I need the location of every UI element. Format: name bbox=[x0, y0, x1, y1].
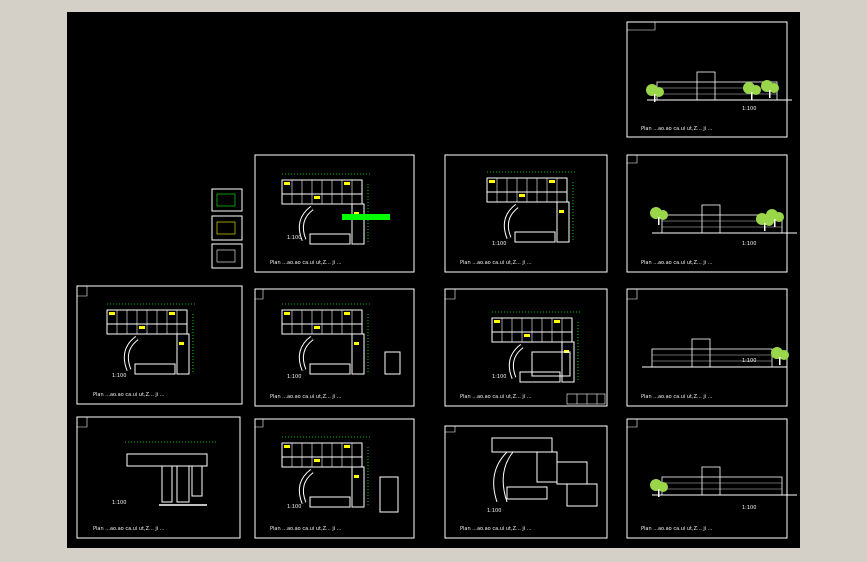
sheet-caption: Ρlan ...ao.ao ca.ui ut,Ζ... ji ... bbox=[460, 526, 532, 532]
basement-plan bbox=[125, 441, 217, 506]
drawing-sheet-layout: 1:100 1:100 1:100 1:100 1:100 1:100 1:10… bbox=[76, 21, 798, 539]
title-block bbox=[566, 393, 606, 405]
floor-plans bbox=[107, 172, 598, 513]
roof-plan bbox=[491, 437, 598, 507]
thumbnail-sheets bbox=[211, 188, 243, 269]
scale-label: 1:100 bbox=[112, 373, 126, 379]
cad-drawing-canvas[interactable]: 1:100 1:100 1:100 1:100 1:100 1:100 1:10… bbox=[67, 12, 800, 548]
floor-plan-4 bbox=[282, 304, 372, 374]
elevations bbox=[641, 71, 798, 497]
section-1 bbox=[641, 338, 789, 368]
scale-label: 1:100 bbox=[742, 358, 756, 364]
floor-plan-1 bbox=[107, 304, 197, 374]
floor-plan-2 bbox=[282, 174, 372, 244]
floor-plan-5 bbox=[492, 312, 582, 382]
green-corridor bbox=[342, 214, 390, 220]
sheet-caption: Ρlan ...ao.ao ca.ui ut,Ζ... ji ... bbox=[270, 394, 342, 400]
elevation-2 bbox=[650, 204, 798, 234]
scale-label: 1:100 bbox=[287, 504, 301, 510]
sheet-caption: Ρlan ...ao.ao ca.ui ut,Ζ... ji ... bbox=[93, 392, 165, 398]
sheet-caption: Ρlan ...ao.ao ca.ui ut,Ζ... ji ... bbox=[270, 260, 342, 266]
scale-label: 1:100 bbox=[742, 241, 756, 247]
sheet-caption: Ρlan ...ao.ao ca.ui ut,Ζ... ji ... bbox=[270, 526, 342, 532]
sheet-caption: Ρlan ...ao.ao ca.ui ut,Ζ... ji ... bbox=[460, 260, 532, 266]
elevation-3 bbox=[650, 466, 798, 497]
scale-label: 1:100 bbox=[287, 235, 301, 241]
sheet-caption: Ρlan ...ao.ao ca.ui ut,Ζ... ji ... bbox=[641, 126, 713, 132]
frame-notches bbox=[76, 155, 638, 433]
sheet-caption: Ρlan ...ao.ao ca.ui ut,Ζ... ji ... bbox=[93, 526, 165, 532]
scale-labels: 1:100 1:100 1:100 1:100 1:100 1:100 1:10… bbox=[112, 106, 756, 514]
sheet-caption: Ρlan ...ao.ao ca.ui ut,Ζ... ji ... bbox=[641, 526, 713, 532]
scale-label: 1:100 bbox=[742, 505, 756, 511]
elevation-1 bbox=[646, 71, 793, 102]
sheet-caption: Ρlan ...ao.ao ca.ui ut,Ζ... ji ... bbox=[460, 394, 532, 400]
scale-label: 1:100 bbox=[487, 508, 501, 514]
sheet-caption: Ρlan ...ao.ao ca.ui ut,Ζ... ji ... bbox=[641, 260, 713, 266]
sheet-caption: Ρlan ...ao.ao ca.ui ut,Ζ... ji ... bbox=[641, 394, 713, 400]
scale-label: 1:100 bbox=[287, 374, 301, 380]
floor-plan-3 bbox=[487, 172, 577, 242]
scale-label: 1:100 bbox=[492, 374, 506, 380]
scale-label: 1:100 bbox=[112, 500, 126, 506]
sheet-frames bbox=[76, 21, 788, 539]
scale-label: 1:100 bbox=[742, 106, 756, 112]
floor-plan-6 bbox=[282, 437, 372, 507]
sheet-captions: Ρlan ...ao.ao ca.ui ut,Ζ... ji ... Ρlan … bbox=[93, 126, 713, 532]
scale-label: 1:100 bbox=[492, 241, 506, 247]
